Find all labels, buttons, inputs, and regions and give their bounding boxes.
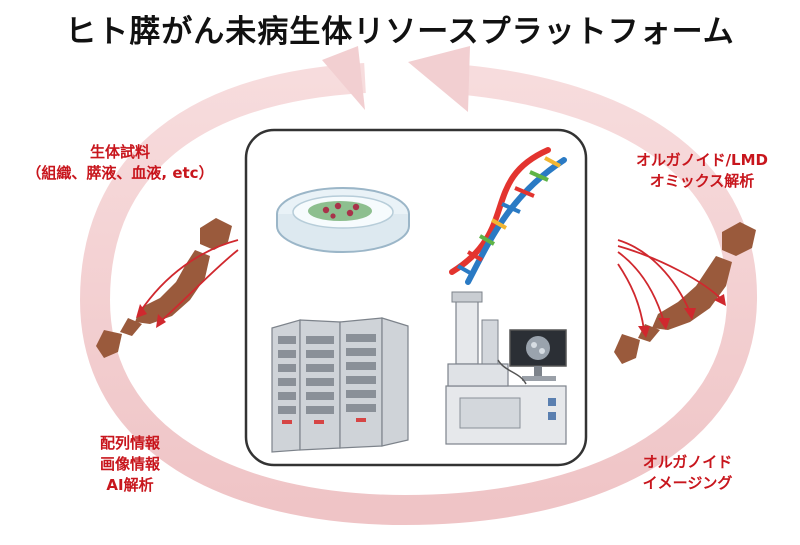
japan-map-icon	[96, 218, 232, 358]
sequence-label-line-2: 画像情報	[99, 455, 160, 473]
right-distribution-arrows	[617, 239, 726, 338]
left-distribution-arrows	[136, 239, 239, 328]
omics-label: オルガノイド/LMD オミックス解析	[612, 150, 792, 192]
sequence-label: 配列情報 画像情報 AI解析	[70, 433, 190, 496]
petri-dish-icon	[276, 187, 410, 253]
cycle-ring	[79, 63, 758, 526]
omics-label-line-1: オルガノイド/LMD	[636, 151, 768, 169]
sequence-label-line-1: 配列情報	[99, 434, 160, 452]
samples-label: 生体試料 （組織、膵液、血液, etc）	[6, 142, 234, 184]
samples-label-line-1: 生体試料	[89, 143, 150, 161]
imaging-label: オルガノイド イメージング	[605, 452, 770, 494]
samples-label-line-2: （組織、膵液、血液, etc）	[26, 164, 214, 182]
cycle-arrowhead-left	[322, 46, 365, 110]
japan-map-icon	[614, 222, 756, 364]
microscope-analyzer-icon	[445, 291, 567, 445]
imaging-label-line-1: オルガノイド	[642, 453, 733, 471]
imaging-label-line-2: イメージング	[642, 474, 733, 492]
cycle-arrowhead-right	[408, 46, 470, 112]
server-rack-icon	[271, 317, 409, 453]
page-title: ヒト膵がん未病生体リソースプラットフォーム	[65, 14, 735, 50]
dna-icon	[449, 147, 567, 285]
omics-label-line-2: オミックス解析	[649, 172, 755, 190]
sequence-label-line-3: AI解析	[106, 476, 154, 494]
